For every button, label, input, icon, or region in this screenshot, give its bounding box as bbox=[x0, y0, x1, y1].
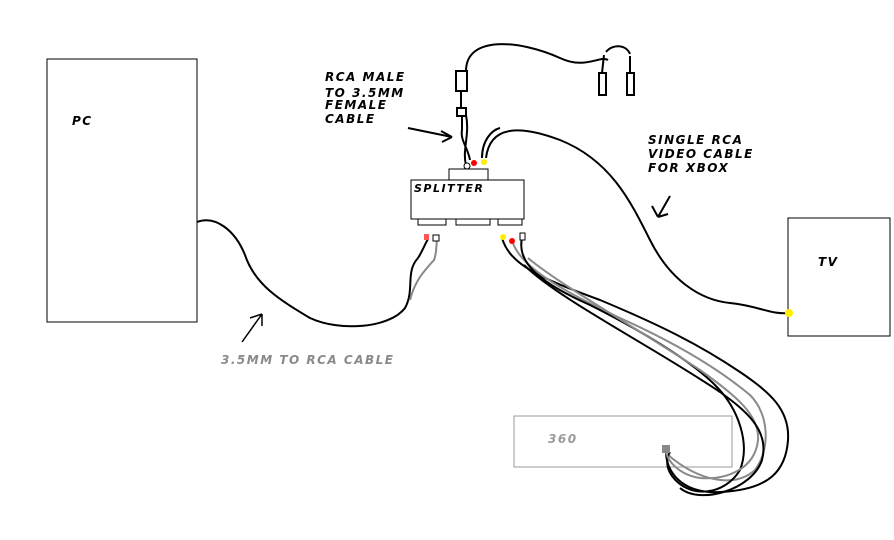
pc-cable-2 bbox=[409, 239, 438, 301]
splitter-top-port bbox=[448, 168, 489, 181]
video-cable bbox=[485, 129, 791, 315]
arrow-icon bbox=[407, 127, 453, 143]
xbox-label: 360 bbox=[548, 432, 578, 446]
splitter-box bbox=[410, 179, 525, 220]
xbox-box bbox=[513, 415, 733, 468]
rca-white-plug-left bbox=[432, 234, 440, 242]
splitter-label: SPLITTER bbox=[414, 182, 484, 195]
rca-red-plug-left bbox=[424, 234, 429, 240]
splitter-bottom-port-left bbox=[417, 218, 447, 226]
tv-rca-yellow-plug bbox=[785, 309, 793, 317]
svg-text:CABLE: CABLE bbox=[325, 112, 376, 126]
rca-cable-label: RCA MALE TO 3.5MM FEMALE CABLE bbox=[325, 70, 406, 126]
pc-cable-label: 3.5MM TO RCA CABLE bbox=[221, 353, 394, 367]
rca-white-plug-right bbox=[519, 232, 526, 241]
svg-text:FOR XBOX: FOR XBOX bbox=[648, 161, 729, 175]
pc-cable bbox=[196, 219, 429, 328]
rca-red-plug-top bbox=[471, 160, 477, 166]
xbox-cables bbox=[501, 237, 790, 497]
svg-text:FEMALE: FEMALE bbox=[325, 98, 387, 112]
splitter-bottom-port-mid bbox=[455, 218, 491, 226]
pc-cable-arrow-icon bbox=[241, 313, 263, 343]
xbox-av-port bbox=[662, 445, 670, 453]
svg-text:RCA MALE: RCA MALE bbox=[325, 70, 406, 84]
tv-label: TV bbox=[818, 255, 839, 269]
rca-white-plug-top bbox=[463, 162, 471, 170]
pc-label: PC bbox=[72, 114, 93, 128]
rca-yellow-plug-top bbox=[481, 159, 487, 165]
rca-adapter-cable-2 bbox=[481, 127, 501, 159]
svg-text:SINGLE RCA: SINGLE RCA bbox=[648, 133, 743, 147]
rca-yellow-plug-right bbox=[500, 234, 506, 240]
pc-box bbox=[46, 58, 198, 323]
svg-text:VIDEO CABLE: VIDEO CABLE bbox=[648, 147, 754, 161]
rca-adapter-cable bbox=[463, 114, 469, 166]
headphones-icon bbox=[455, 43, 635, 161]
tv-box bbox=[787, 217, 891, 337]
splitter-bottom-port-right bbox=[497, 218, 523, 226]
rca-red-plug-right bbox=[509, 238, 515, 244]
video-cable-arrow-icon bbox=[651, 195, 671, 218]
video-cable-label: SINGLE RCA VIDEO CABLE FOR XBOX bbox=[648, 133, 754, 175]
svg-text:TO 3.5MM: TO 3.5MM bbox=[325, 86, 405, 100]
